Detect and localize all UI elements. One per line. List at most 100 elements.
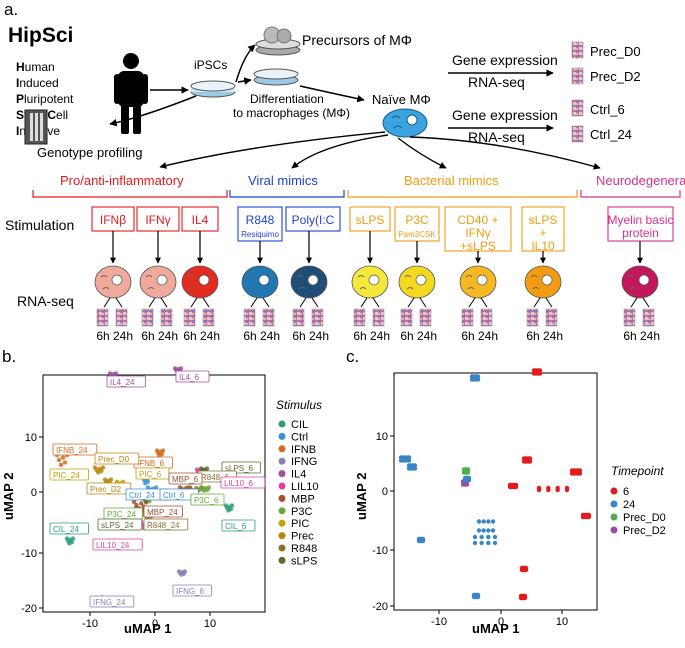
umap-point <box>465 470 471 475</box>
heatmap-icon <box>400 308 413 327</box>
differentiation-sub-label: to macrophages (MΦ) <box>233 106 350 120</box>
plot-b-ylabel: uMAP 2 <box>1 473 16 520</box>
stimulus-box <box>349 206 391 232</box>
cluster-label: IL4_24 <box>110 378 135 387</box>
umap-point <box>99 469 104 474</box>
legend-label: Prec_D0 <box>623 512 666 524</box>
timepoint-label: 24h <box>260 329 280 343</box>
cluster-label: R848_24 <box>147 521 180 530</box>
legend-b: CILCtrlIFNBIFNGIL4LIL10MBPP3CPICPrecR848… <box>278 419 319 567</box>
acronym-letter: I <box>16 124 19 138</box>
umap-point <box>139 501 144 506</box>
stimulus-label: R848 <box>246 213 275 227</box>
cluster-label-box <box>143 505 183 518</box>
umap-point <box>476 528 482 533</box>
umap-point <box>113 371 119 376</box>
cluster-label-box <box>220 476 266 489</box>
timepoint-label: 6h <box>353 329 366 343</box>
legend-swatch <box>610 487 618 495</box>
stimulus-box <box>91 206 135 232</box>
stimulus-label: CD40 + <box>457 213 498 227</box>
acronym-letter: P <box>16 92 24 106</box>
legend-label: Ctrl <box>291 431 308 443</box>
split-arrow <box>115 297 123 308</box>
umap-point <box>472 534 478 540</box>
legend-label: R848 <box>291 543 317 555</box>
heatmap-icon <box>480 308 493 327</box>
cell-organelle <box>404 275 414 290</box>
legend-label: IFNG <box>291 456 317 468</box>
umap-point <box>464 482 470 487</box>
acronym-list: Human Induced Pluripotent Stem Cell Init… <box>16 60 74 138</box>
plot-b-xlabel: uMAP 1 <box>124 621 171 636</box>
naive-label: Naïve MΦ <box>372 92 431 107</box>
svg-text:Pluripotent: Pluripotent <box>16 92 74 106</box>
heatmap-icon <box>571 125 584 143</box>
umap-point <box>420 538 426 544</box>
category-label: Bacterial mimics <box>404 173 499 188</box>
cluster-label: R848_6 <box>201 473 230 482</box>
heatmap-icon <box>545 308 558 327</box>
panel-a: a. HipSci Human Induced Pluripotent Stem… <box>4 0 685 343</box>
y-tick-label: 0 <box>31 487 37 499</box>
acronym-rest: nduced <box>19 76 58 90</box>
timepoint-label: 24h <box>113 329 133 343</box>
umap-point <box>70 536 76 541</box>
heatmap-icon <box>115 308 128 327</box>
y-tick-label: 10 <box>25 432 37 444</box>
umap-point <box>577 471 583 476</box>
legend-label: sLPS <box>291 555 317 567</box>
y-tick-label: -10 <box>21 548 37 560</box>
legend-swatch <box>278 482 286 490</box>
panel-a-label: a. <box>4 0 18 19</box>
umap-point <box>479 540 484 546</box>
cluster-label-box <box>49 522 89 535</box>
stimulus-box <box>285 206 341 232</box>
plot-b-points <box>54 366 235 603</box>
cell-organelle <box>145 275 155 290</box>
cluster-label: IFNG_6 <box>176 587 205 596</box>
x-tick-label: 10 <box>556 616 568 628</box>
row-stimulation-label: Stimulation <box>5 217 74 233</box>
acronym-letter: I <box>16 76 19 90</box>
legend-label: LIL10 <box>291 481 319 493</box>
cell-nucleus <box>476 274 488 286</box>
cluster-label: LIL10_6 <box>224 479 253 488</box>
stimulus-label: IFNγ <box>465 226 490 240</box>
umap-point <box>406 458 412 463</box>
differentiation-label: Differentiation <box>250 92 324 106</box>
stimulus-label: IFNγ <box>145 213 170 227</box>
heatmap-icon <box>571 41 584 59</box>
stimulus-box <box>444 206 512 252</box>
heatmap-icon <box>292 308 305 327</box>
stimulus-label: sLPS <box>356 213 385 227</box>
heatmap-icon <box>642 308 655 327</box>
cluster-label: LIL10_24 <box>96 541 130 550</box>
umap-point <box>143 499 149 504</box>
timepoint-label: 6h <box>526 329 539 343</box>
x-tick-label: -10 <box>82 618 98 630</box>
stimulus-label: Pam3CSK <box>398 230 436 239</box>
split-arrow <box>468 297 476 308</box>
legend-label: CIL <box>291 419 308 431</box>
split-arrow <box>160 297 168 308</box>
legend-swatch <box>278 544 286 552</box>
cluster-label: Prec_D0 <box>98 455 130 464</box>
y-tick-label: -20 <box>21 603 37 615</box>
acronym-rest: uman <box>25 60 55 74</box>
stimulus-label: IFNβ <box>100 213 126 227</box>
naive-macrophage-icon <box>382 108 428 138</box>
plot-c-ylabel: uMAP 2 <box>354 473 369 520</box>
split-arrow <box>262 297 270 308</box>
split-arrow <box>360 297 368 308</box>
fanout-arrows <box>159 131 601 170</box>
cluster-label-box <box>221 461 261 474</box>
legend-swatch <box>610 500 618 508</box>
umap-point <box>523 567 529 573</box>
umap-point <box>182 569 188 574</box>
umap-point <box>486 519 491 524</box>
cluster-label-box <box>221 519 256 532</box>
heatmap-icon <box>461 308 474 327</box>
cell-nucleus <box>368 274 380 286</box>
rnaseq-label: RNA-seq <box>468 74 525 90</box>
